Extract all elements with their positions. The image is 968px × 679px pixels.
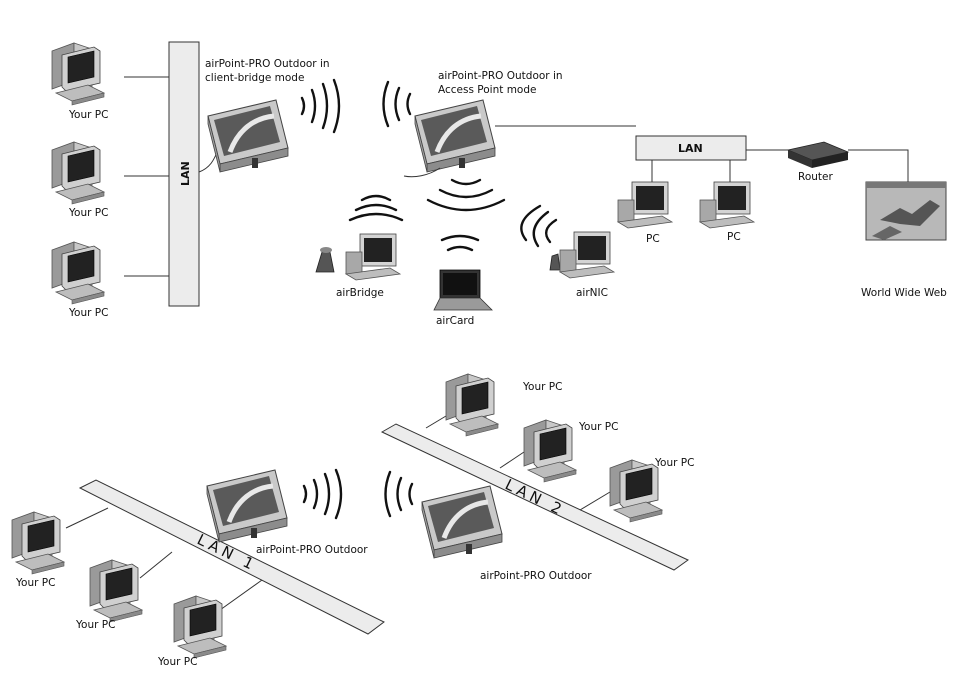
pc-label-right-2: PC <box>727 231 741 243</box>
router-label: Router <box>798 171 833 183</box>
laptop-icon <box>434 270 492 310</box>
pc-icon <box>90 560 142 622</box>
pc-icon <box>346 234 400 280</box>
pc-label-left-3: Your PC <box>68 307 108 319</box>
access-point-icon <box>422 486 502 558</box>
pc-icon <box>52 43 104 105</box>
pc-icon <box>12 512 64 574</box>
access-point-icon <box>415 100 495 172</box>
wireless-waves-icon <box>302 80 339 132</box>
wireless-waves-icon <box>384 82 411 126</box>
pc-label-lan2-2: Your PC <box>578 421 618 433</box>
pc-icon <box>52 242 104 304</box>
router-icon <box>788 142 848 168</box>
pc-icon <box>524 420 576 482</box>
airnic-adapter-icon <box>550 254 560 270</box>
wireless-waves-icon <box>350 196 402 220</box>
pc-icon <box>560 232 614 278</box>
wireless-waves-icon <box>442 236 478 250</box>
lan-label-right: LAN <box>678 142 703 155</box>
lan-label-left: LAN <box>179 161 192 186</box>
pc-icon <box>610 460 662 522</box>
wireless-waves-icon <box>521 206 556 246</box>
access-point-icon <box>207 470 287 542</box>
www-label: World Wide Web <box>861 287 947 299</box>
pc-label-lan1-3: Your PC <box>157 656 197 668</box>
access-point-icon <box>208 100 288 172</box>
wireless-waves-icon <box>386 472 413 516</box>
pc-label-lan1-1: Your PC <box>15 577 55 589</box>
pc-icon <box>174 596 226 658</box>
ap-bottom-left-label: airPoint-PRO Outdoor <box>256 544 368 556</box>
ap-client-label-2: client-bridge mode <box>205 72 304 84</box>
lan2-label: LAN 2 <box>502 475 568 519</box>
ap-client-label-1: airPoint-PRO Outdoor in <box>205 58 330 70</box>
pc-label-left-1: Your PC <box>68 109 108 121</box>
ap-bottom-right-label: airPoint-PRO Outdoor <box>480 570 592 582</box>
pc-label-lan1-2: Your PC <box>75 619 115 631</box>
pc-icon <box>446 374 498 436</box>
pc-label-lan2-1: Your PC <box>522 381 562 393</box>
pc-label-right-1: PC <box>646 233 660 245</box>
airbridge-label: airBridge <box>336 287 384 299</box>
pc-icon <box>700 182 754 228</box>
ap-access-label-2: Access Point mode <box>438 84 536 96</box>
wireless-waves-icon <box>428 180 504 210</box>
ap-access-label-1: airPoint-PRO Outdoor in <box>438 70 563 82</box>
airnic-label: airNIC <box>576 287 608 299</box>
wireless-waves-icon <box>304 470 341 518</box>
pc-icon <box>618 182 672 228</box>
pc-icon <box>52 142 104 204</box>
pc-label-left-2: Your PC <box>68 207 108 219</box>
pc-label-lan2-3: Your PC <box>654 457 694 469</box>
aircard-label: airCard <box>436 315 474 327</box>
browser-window-icon <box>866 182 946 240</box>
airbridge-adapter-icon <box>316 247 334 272</box>
